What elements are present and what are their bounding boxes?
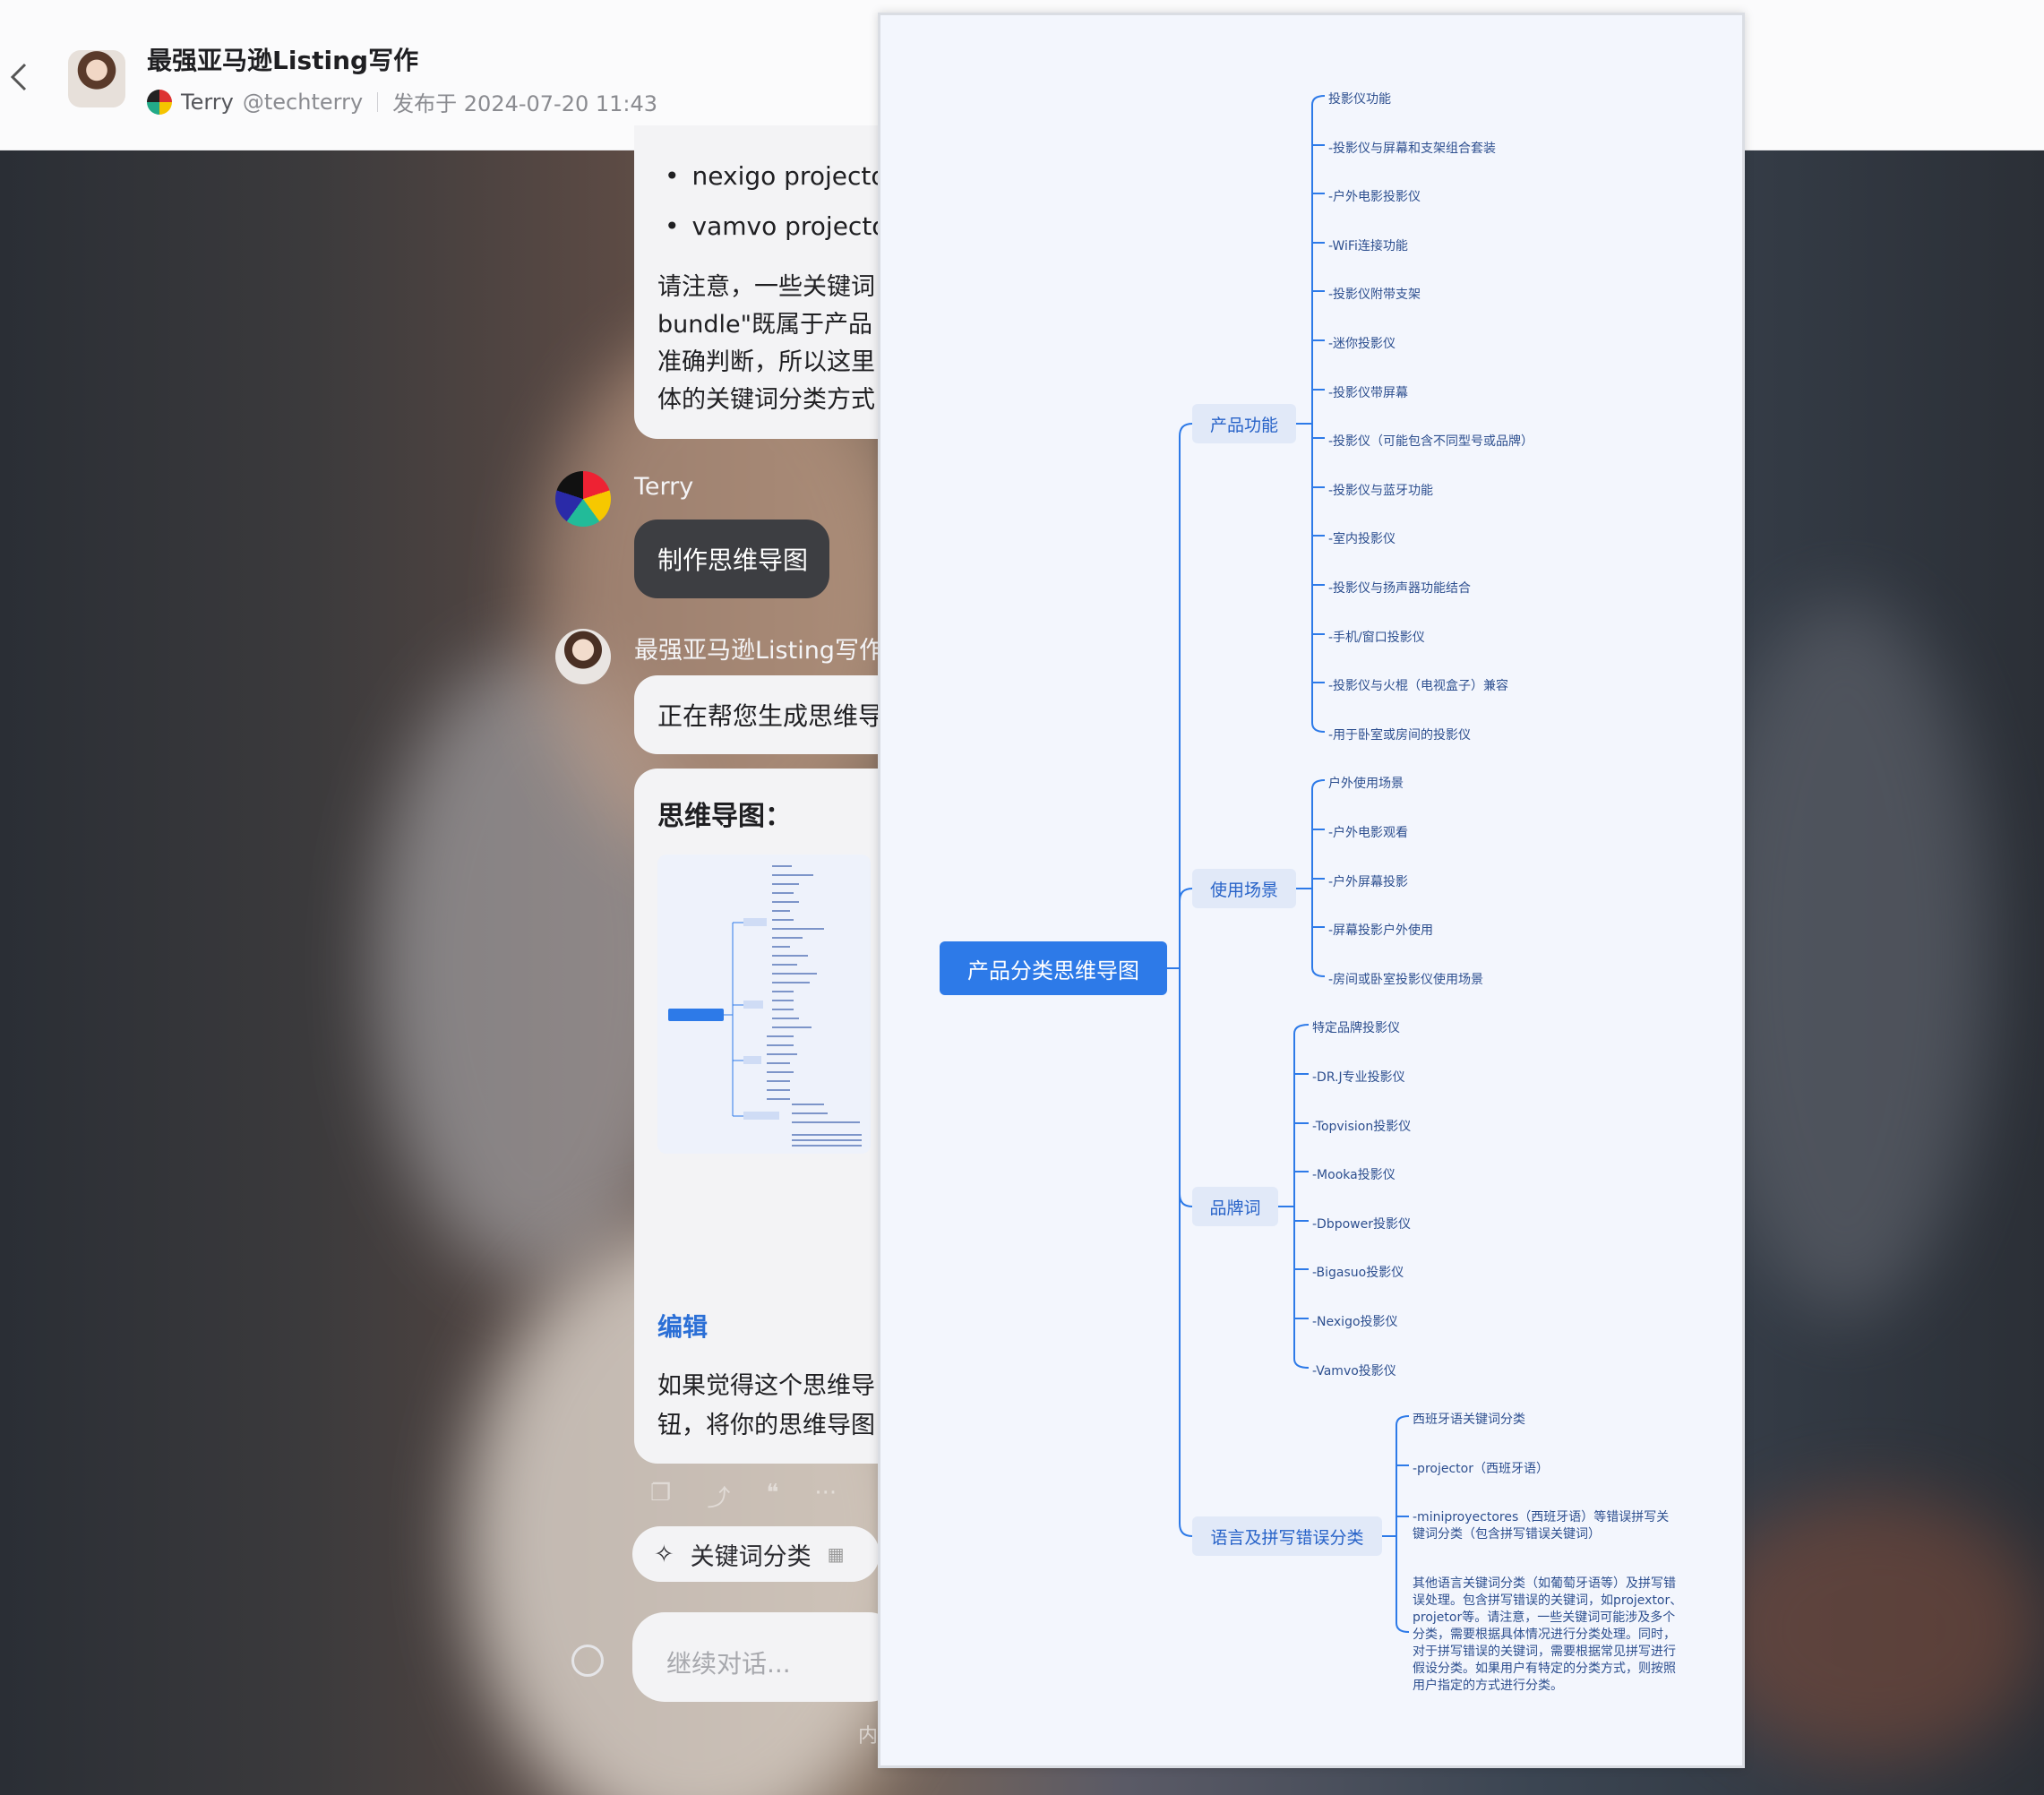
mindmap-connectors [1167,95,1410,1633]
mindmap-preview-panel: 产品分类思维导图 产品功能 使用场景 品牌词 语言及拼写错误分类 投影仪功能 -… [878,13,1745,1768]
mindmap-root-node[interactable]: 产品分类思维导图 [940,941,1167,995]
mindmap-thumbnail[interactable] [657,855,871,1154]
mindmap-leaf[interactable]: -Dbpower投影仪 [1312,1217,1411,1232]
author-name[interactable]: Terry [181,89,234,115]
more-icon[interactable]: ··· [814,1480,837,1507]
mindmap-leaf[interactable]: 户外使用场景 [1328,777,1404,791]
mindmap-leaf[interactable]: -投影仪附带支架 [1328,288,1421,302]
mindmap-leaf[interactable]: 西班牙语关键词分类 [1413,1413,1525,1427]
mindmap-category-node[interactable]: 语言及拼写错误分类 [1192,1516,1382,1556]
mindmap-leaf[interactable]: -projector（西班牙语） [1413,1462,1549,1476]
mindmap-leaf[interactable]: -户外电影观看 [1328,826,1409,840]
share-icon[interactable]: ⤴ [707,1485,731,1512]
publish-date: 发布于 2024-07-20 11:43 [392,91,658,116]
mindmap-leaf[interactable]: -投影仪与蓝牙功能 [1328,484,1434,498]
copy-icon[interactable]: ❐ [650,1480,672,1507]
connector-line [1179,423,1193,437]
mindmap-leaf[interactable]: -户外屏幕投影 [1328,875,1409,889]
bot-name: 最强亚马逊Listing写作 [634,637,883,665]
mindmap-leaf[interactable]: -Mooka投影仪 [1312,1168,1396,1182]
connector-line [1396,1415,1410,1633]
mindmap-leaf[interactable]: 其他语言关键词分类（如葡萄牙语等）及拼写错误处理。包含拼写错误的关键词，如pro… [1413,1576,1683,1693]
mindmap-leaf[interactable]: -用于卧室或房间的投影仪 [1328,728,1472,743]
app-avatar [68,50,125,107]
author-avatar [147,89,172,115]
mindmap-heading: 思维导图： [657,801,792,832]
bot-message-keywords: nexigo projector vamvo projector 请注意，一些关… [634,125,903,439]
mindmap-leaf[interactable]: -屏幕投影户外使用 [1328,923,1434,938]
mindmap-leaf[interactable]: -户外电影投影仪 [1328,190,1421,204]
connector-line [1179,1193,1193,1207]
mindmap-leaf[interactable]: -投影仪与屏幕和支架组合套装 [1328,142,1497,156]
connector-line [1179,1523,1193,1537]
connector-line [1293,1024,1310,1369]
app-title: 最强亚马逊Listing写作 [147,46,419,75]
author-meta: Terry @techterry 发布于 2024-07-20 11:43 [147,86,657,117]
disclaimer-text: 内 [858,1725,879,1748]
mindmap-leaf[interactable]: 特定品牌投影仪 [1312,1021,1400,1035]
mindmap-leaf[interactable]: -房间或卧室投影仪使用场景 [1328,973,1484,987]
mindmap-leaf[interactable]: -投影仪（可能包含不同型号或品牌） [1328,434,1534,449]
message-actions: ❐ ⤴ ❝ ··· [650,1480,837,1513]
connector-line [1311,95,1326,733]
list-item: nexigo projector [665,161,897,191]
footer-text: 如果觉得这个思维导 钮，将你的思维导图 [657,1372,875,1439]
user-message: 制作思维导图 [634,520,829,598]
connector-line [1179,888,1193,902]
user-name: Terry [634,473,694,501]
mindmap-leaf[interactable]: -DR.J专业投影仪 [1312,1070,1405,1085]
mindmap-leaf[interactable]: -室内投影仪 [1328,532,1396,546]
mindmap-category-node[interactable]: 产品功能 [1192,404,1296,443]
chat-input[interactable]: 继续对话... [632,1612,901,1702]
quote-icon[interactable]: ❝ [766,1480,779,1507]
mindmap-category-node[interactable]: 品牌词 [1192,1187,1278,1226]
mindmap-leaf[interactable]: -miniproyectores（西班牙语）等错误拼写关键词分类（包含拼写错误关… [1413,1510,1670,1542]
mindmap-leaf[interactable]: -Bigasuo投影仪 [1312,1266,1404,1280]
mindmap-leaf[interactable]: -WiFi连接功能 [1328,239,1408,253]
mindmap-category-node[interactable]: 使用场景 [1192,869,1296,908]
edit-link[interactable]: 编辑 [657,1312,709,1342]
bot-avatar [555,629,611,684]
divider [377,91,379,112]
new-chat-icon[interactable] [571,1645,604,1677]
user-avatar [555,471,611,527]
bot-status-message: 正在帮您生成思维导 [634,675,903,754]
author-handle: @techterry [242,89,364,115]
table-icon: ▦ [827,1543,845,1565]
sparkle-icon: ✧ [654,1540,674,1568]
mindmap-leaf[interactable]: -投影仪与火棍（电视盒子）兼容 [1328,679,1509,693]
chevron-left-icon[interactable] [5,61,32,93]
mindmap-leaf[interactable]: -手机/窗口投影仪 [1328,631,1425,645]
mindmap-leaf[interactable]: -Vamvo投影仪 [1312,1364,1396,1378]
chip-label: 关键词分类 [690,1542,812,1571]
mindmap-leaf[interactable]: 投影仪功能 [1328,92,1391,107]
mindmap-leaf[interactable]: -投影仪带屏幕 [1328,386,1409,400]
mindmap-leaf[interactable]: -Topvision投影仪 [1312,1120,1412,1134]
mindmap-leaf[interactable]: -迷你投影仪 [1328,337,1396,351]
mindmap-leaf[interactable]: -投影仪与扬声器功能结合 [1328,581,1472,596]
note-text: 请注意，一些关键词 bundle"既属于产品 准确判断，所以这里 体的关键词分类… [657,273,875,414]
list-item: vamvo projector [665,211,897,241]
suggestion-chip[interactable]: ✧ 关键词分类 ▦ [632,1526,880,1582]
mindmap-leaf[interactable]: -Nexigo投影仪 [1312,1315,1398,1329]
bot-mindmap-message: 思维导图： 编辑 如果觉得这个思 [634,769,903,1464]
